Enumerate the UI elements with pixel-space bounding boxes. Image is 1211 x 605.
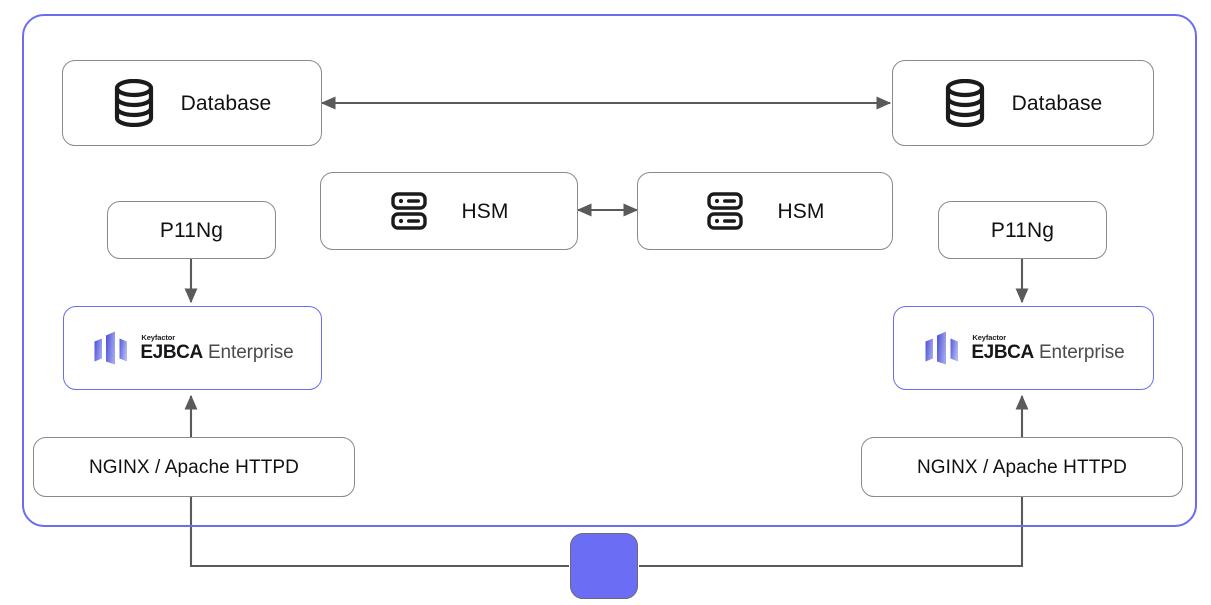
node-hsm-left[interactable]: HSM bbox=[320, 172, 578, 250]
ha-cluster-boundary bbox=[22, 14, 1197, 527]
node-label: NGINX / Apache HTTPD bbox=[916, 456, 1127, 478]
node-label: P11Ng bbox=[159, 218, 224, 242]
ejbca-brand: EJBCA bbox=[971, 342, 1034, 364]
node-label: HSM bbox=[777, 199, 825, 223]
ejbca-logo-lockup: Keyfactor EJBCA Enterprise bbox=[922, 328, 1125, 368]
node-database-left[interactable]: Database bbox=[62, 60, 322, 146]
hsm-icon bbox=[706, 192, 743, 230]
hsm-icon bbox=[390, 192, 427, 230]
ejbca-edition: Enterprise bbox=[207, 342, 294, 364]
node-label: NGINX / Apache HTTPD bbox=[88, 456, 299, 478]
node-label: P11Ng bbox=[990, 218, 1055, 242]
node-p11ng-right[interactable]: P11Ng bbox=[938, 201, 1107, 259]
ejbca-superscript: Keyfactor bbox=[972, 332, 1007, 342]
node-ejbca-enterprise-right[interactable]: Keyfactor EJBCA Enterprise bbox=[893, 306, 1154, 390]
database-icon bbox=[945, 79, 984, 127]
node-label: Database bbox=[1011, 91, 1103, 115]
database-icon bbox=[114, 79, 153, 127]
node-label: HSM bbox=[461, 199, 509, 223]
ejbca-brand: EJBCA bbox=[140, 342, 203, 364]
ejbca-logo-lockup: Keyfactor EJBCA Enterprise bbox=[91, 328, 294, 368]
node-nginx-apache-left[interactable]: NGINX / Apache HTTPD bbox=[33, 437, 355, 497]
node-load-balancer[interactable] bbox=[570, 533, 638, 599]
ejbca-edition: Enterprise bbox=[1038, 342, 1125, 364]
ejbca-logo-icon bbox=[94, 331, 128, 365]
node-nginx-apache-right[interactable]: NGINX / Apache HTTPD bbox=[861, 437, 1183, 497]
ejbca-superscript: Keyfactor bbox=[141, 332, 176, 342]
node-database-right[interactable]: Database bbox=[892, 60, 1154, 146]
node-hsm-right[interactable]: HSM bbox=[637, 172, 893, 250]
ejbca-logo-icon bbox=[925, 331, 959, 365]
node-label: Database bbox=[180, 91, 272, 115]
node-p11ng-left[interactable]: P11Ng bbox=[107, 201, 276, 259]
node-ejbca-enterprise-left[interactable]: Keyfactor EJBCA Enterprise bbox=[63, 306, 322, 390]
